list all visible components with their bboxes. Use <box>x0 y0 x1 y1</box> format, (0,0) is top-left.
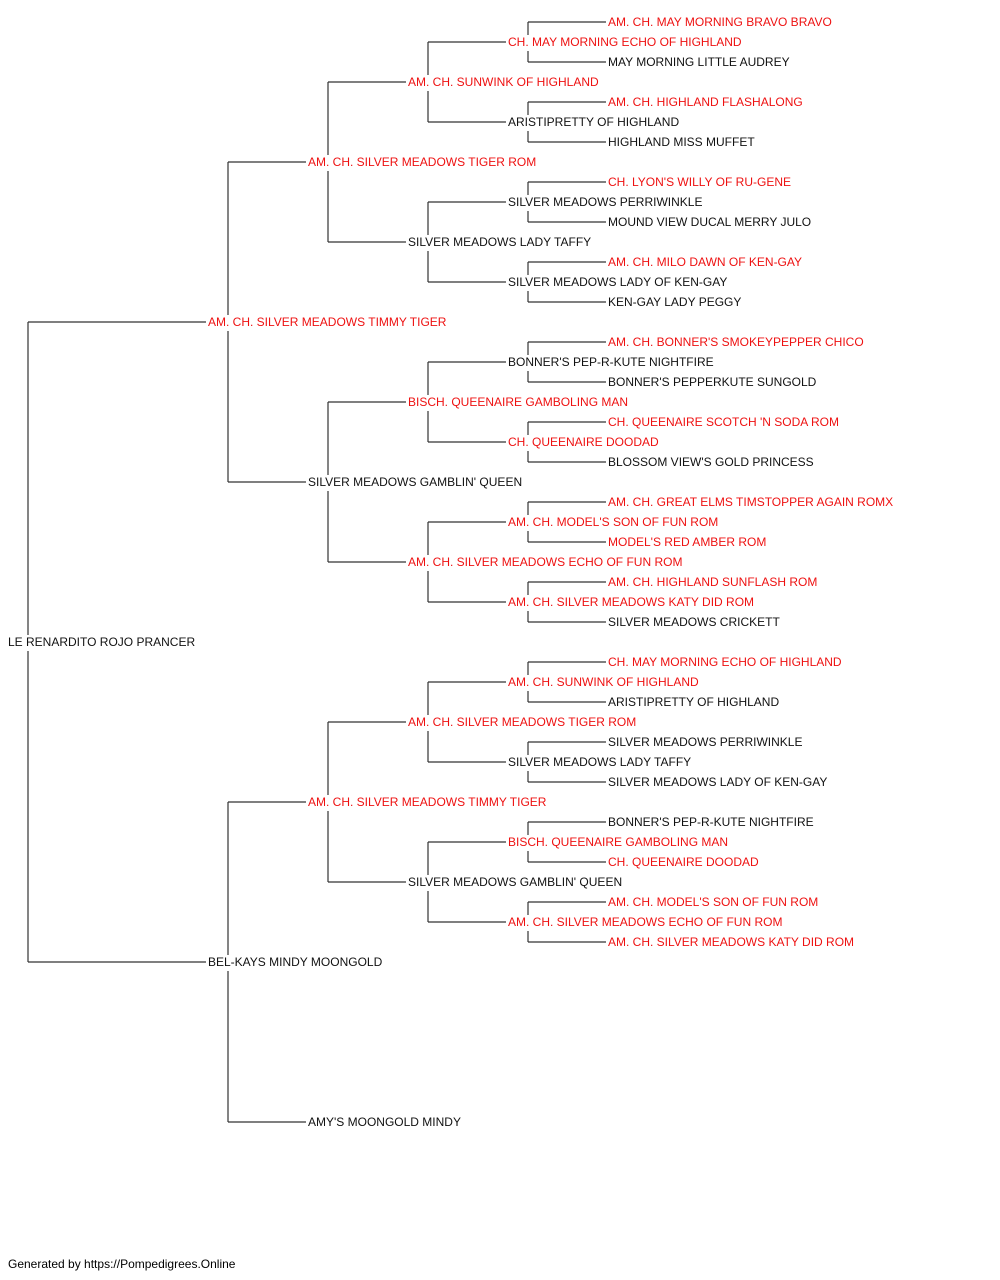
pedigree-name-gen2-dam: SILVER MEADOWS GAMBLIN' QUEEN <box>308 475 522 489</box>
pedigree-name-gen5-sire: CH. LYON'S WILLY OF RU-GENE <box>608 175 791 189</box>
pedigree-name-gen3-dam: SILVER MEADOWS LADY TAFFY <box>408 235 591 249</box>
pedigree-name-gen5-dam: CH. QUEENAIRE DOODAD <box>608 855 759 869</box>
pedigree-name-gen5-dam: HIGHLAND MISS MUFFET <box>608 135 755 149</box>
pedigree-name-gen4-sire: BONNER'S PEP-R-KUTE NIGHTFIRE <box>508 355 714 369</box>
pedigree-name-gen5-dam: MAY MORNING LITTLE AUDREY <box>608 55 790 69</box>
pedigree-name-gen5-sire: AM. CH. MILO DAWN OF KEN-GAY <box>608 255 802 269</box>
pedigree-name-gen5-sire: AM. CH. MODEL'S SON OF FUN ROM <box>608 895 818 909</box>
pedigree-name-gen5-sire: CH. QUEENAIRE SCOTCH 'N SODA ROM <box>608 415 839 429</box>
pedigree-name-gen5-dam: BONNER'S PEPPERKUTE SUNGOLD <box>608 375 817 389</box>
pedigree-name-gen5-sire: AM. CH. BONNER'S SMOKEYPEPPER CHICO <box>608 335 864 349</box>
pedigree-name-gen3-dam: SILVER MEADOWS GAMBLIN' QUEEN <box>408 875 622 889</box>
pedigree-name-gen5-dam: KEN-GAY LADY PEGGY <box>608 295 741 309</box>
pedigree-name-gen5-sire: CH. MAY MORNING ECHO OF HIGHLAND <box>608 655 842 669</box>
pedigree-name-gen4-dam: CH. QUEENAIRE DOODAD <box>508 435 659 449</box>
pedigree-name-gen0-subject: LE RENARDITO ROJO PRANCER <box>8 635 195 649</box>
pedigree-name-gen4-dam: AM. CH. SILVER MEADOWS ECHO OF FUN ROM <box>508 915 782 929</box>
pedigree-name-gen5-dam: SILVER MEADOWS CRICKETT <box>608 615 780 629</box>
pedigree-connector-lines <box>27 21 606 1123</box>
pedigree-name-gen1-dam: BEL-KAYS MINDY MOONGOLD <box>208 955 383 969</box>
pedigree-name-gen5-dam: BLOSSOM VIEW'S GOLD PRINCESS <box>608 455 814 469</box>
pedigree-name-gen5-sire: AM. CH. MAY MORNING BRAVO BRAVO <box>608 15 832 29</box>
pedigree-name-gen5-dam: MOUND VIEW DUCAL MERRY JULO <box>608 215 811 229</box>
pedigree-name-gen4-dam: SILVER MEADOWS LADY OF KEN-GAY <box>508 275 727 289</box>
generated-by-footer: Generated by https://Pompedigrees.Online <box>8 1257 236 1271</box>
pedigree-name-gen1-sire: AM. CH. SILVER MEADOWS TIMMY TIGER <box>208 315 447 329</box>
pedigree-name-gen4-sire: BISCH. QUEENAIRE GAMBOLING MAN <box>508 835 728 849</box>
pedigree-name-gen5-sire: AM. CH. GREAT ELMS TIMSTOPPER AGAIN ROMX <box>608 495 893 509</box>
pedigree-name-gen4-dam: SILVER MEADOWS LADY TAFFY <box>508 755 691 769</box>
pedigree-name-labels: LE RENARDITO ROJO PRANCER AM. CH. SILVER … <box>8 15 893 1129</box>
pedigree-name-gen5-sire: SILVER MEADOWS PERRIWINKLE <box>608 735 802 749</box>
pedigree-name-gen4-dam: AM. CH. SILVER MEADOWS KATY DID ROM <box>508 595 754 609</box>
pedigree-name-gen3-sire: AM. CH. SILVER MEADOWS TIGER ROM <box>408 715 636 729</box>
pedigree-name-gen2-sire: AM. CH. SILVER MEADOWS TIGER ROM <box>308 155 536 169</box>
pedigree-name-gen5-dam: MODEL'S RED AMBER ROM <box>608 535 766 549</box>
pedigree-name-gen2-dam: AMY'S MOONGOLD MINDY <box>308 1115 461 1129</box>
pedigree-name-gen5-sire: BONNER'S PEP-R-KUTE NIGHTFIRE <box>608 815 814 829</box>
pedigree-name-gen4-sire: AM. CH. MODEL'S SON OF FUN ROM <box>508 515 718 529</box>
pedigree-name-gen5-dam: SILVER MEADOWS LADY OF KEN-GAY <box>608 775 827 789</box>
pedigree-name-gen5-dam: ARISTIPRETTY OF HIGHLAND <box>608 695 779 709</box>
pedigree-name-gen4-sire: CH. MAY MORNING ECHO OF HIGHLAND <box>508 35 742 49</box>
pedigree-name-gen4-sire: AM. CH. SUNWINK OF HIGHLAND <box>508 675 699 689</box>
pedigree-name-gen4-sire: SILVER MEADOWS PERRIWINKLE <box>508 195 702 209</box>
pedigree-name-gen4-dam: ARISTIPRETTY OF HIGHLAND <box>508 115 679 129</box>
pedigree-name-gen2-sire: AM. CH. SILVER MEADOWS TIMMY TIGER <box>308 795 547 809</box>
pedigree-name-gen3-sire: BISCH. QUEENAIRE GAMBOLING MAN <box>408 395 628 409</box>
pedigree-name-gen3-dam: AM. CH. SILVER MEADOWS ECHO OF FUN ROM <box>408 555 682 569</box>
pedigree-name-gen5-sire: AM. CH. HIGHLAND SUNFLASH ROM <box>608 575 817 589</box>
pedigree-name-gen3-sire: AM. CH. SUNWINK OF HIGHLAND <box>408 75 599 89</box>
pedigree-name-gen5-dam: AM. CH. SILVER MEADOWS KATY DID ROM <box>608 935 854 949</box>
pedigree-name-gen5-sire: AM. CH. HIGHLAND FLASHALONG <box>608 95 803 109</box>
